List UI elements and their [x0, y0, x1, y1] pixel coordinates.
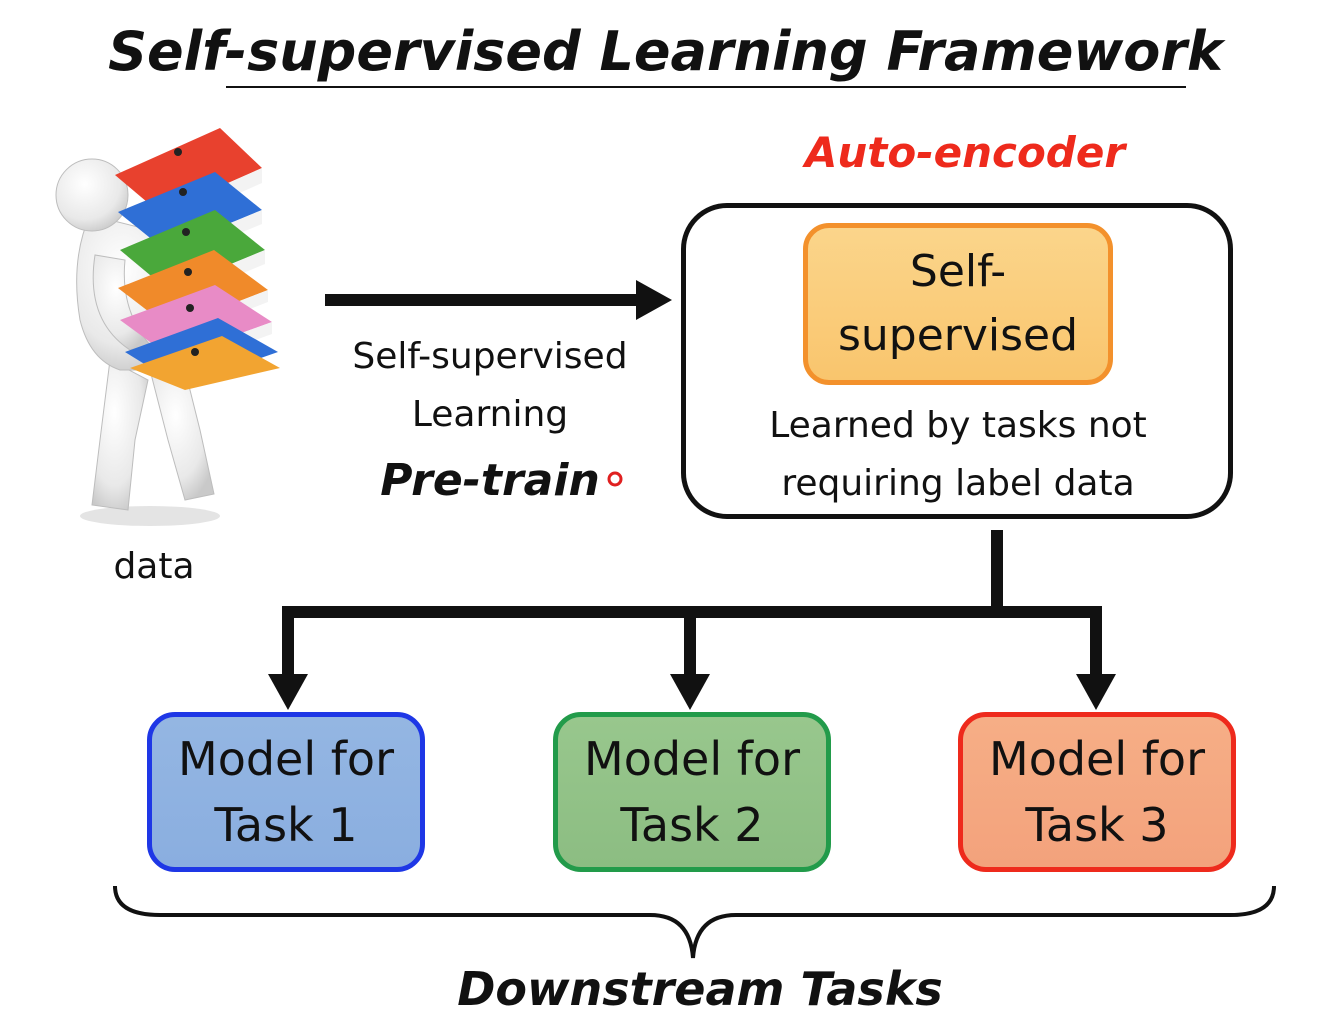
arrowhead-task-3 — [1076, 674, 1116, 710]
self-supervised-line-1: Self- — [909, 246, 1007, 297]
downstream-brace — [113, 885, 1276, 959]
person-with-binders-icon — [55, 128, 280, 526]
pointer-dot-icon — [607, 471, 623, 487]
page-title: Self-supervised Learning Framework — [108, 20, 1223, 83]
arrow-label-line-2: Learning — [411, 394, 569, 435]
task-1-line-1: Model for — [178, 732, 394, 786]
task-box-3: Model for Task 3 — [958, 712, 1236, 872]
arrow-label: Self-supervised Learning — [320, 328, 660, 444]
arrowhead-task-2 — [670, 674, 710, 710]
description-line-2: requiring label data — [781, 463, 1135, 504]
task-connector-arrows — [282, 530, 1102, 678]
arrowhead-task-1 — [268, 674, 308, 710]
task-2-line-2: Task 2 — [620, 798, 764, 852]
data-label: data — [113, 546, 195, 587]
description-line-1: Learned by tasks not — [769, 405, 1147, 446]
task-3-line-2: Task 3 — [1025, 798, 1169, 852]
autoencoder-label: Auto-encoder — [804, 128, 1126, 177]
arrow-label-line-1: Self-supervised — [352, 336, 628, 377]
pretrain-label: Pre-train — [380, 455, 600, 506]
self-supervised-box: Self- supervised — [803, 223, 1113, 385]
self-supervised-line-2: supervised — [837, 310, 1079, 361]
task-1-line-2: Task 1 — [214, 798, 358, 852]
autoencoder-description: Learned by tasks not requiring label dat… — [700, 397, 1216, 513]
task-3-line-1: Model for — [989, 732, 1205, 786]
task-2-line-1: Model for — [584, 732, 800, 786]
task-box-2: Model for Task 2 — [553, 712, 831, 872]
task-box-1: Model for Task 1 — [147, 712, 425, 872]
downstream-tasks-label: Downstream Tasks — [457, 962, 943, 1016]
pretrain-arrow — [325, 280, 672, 320]
